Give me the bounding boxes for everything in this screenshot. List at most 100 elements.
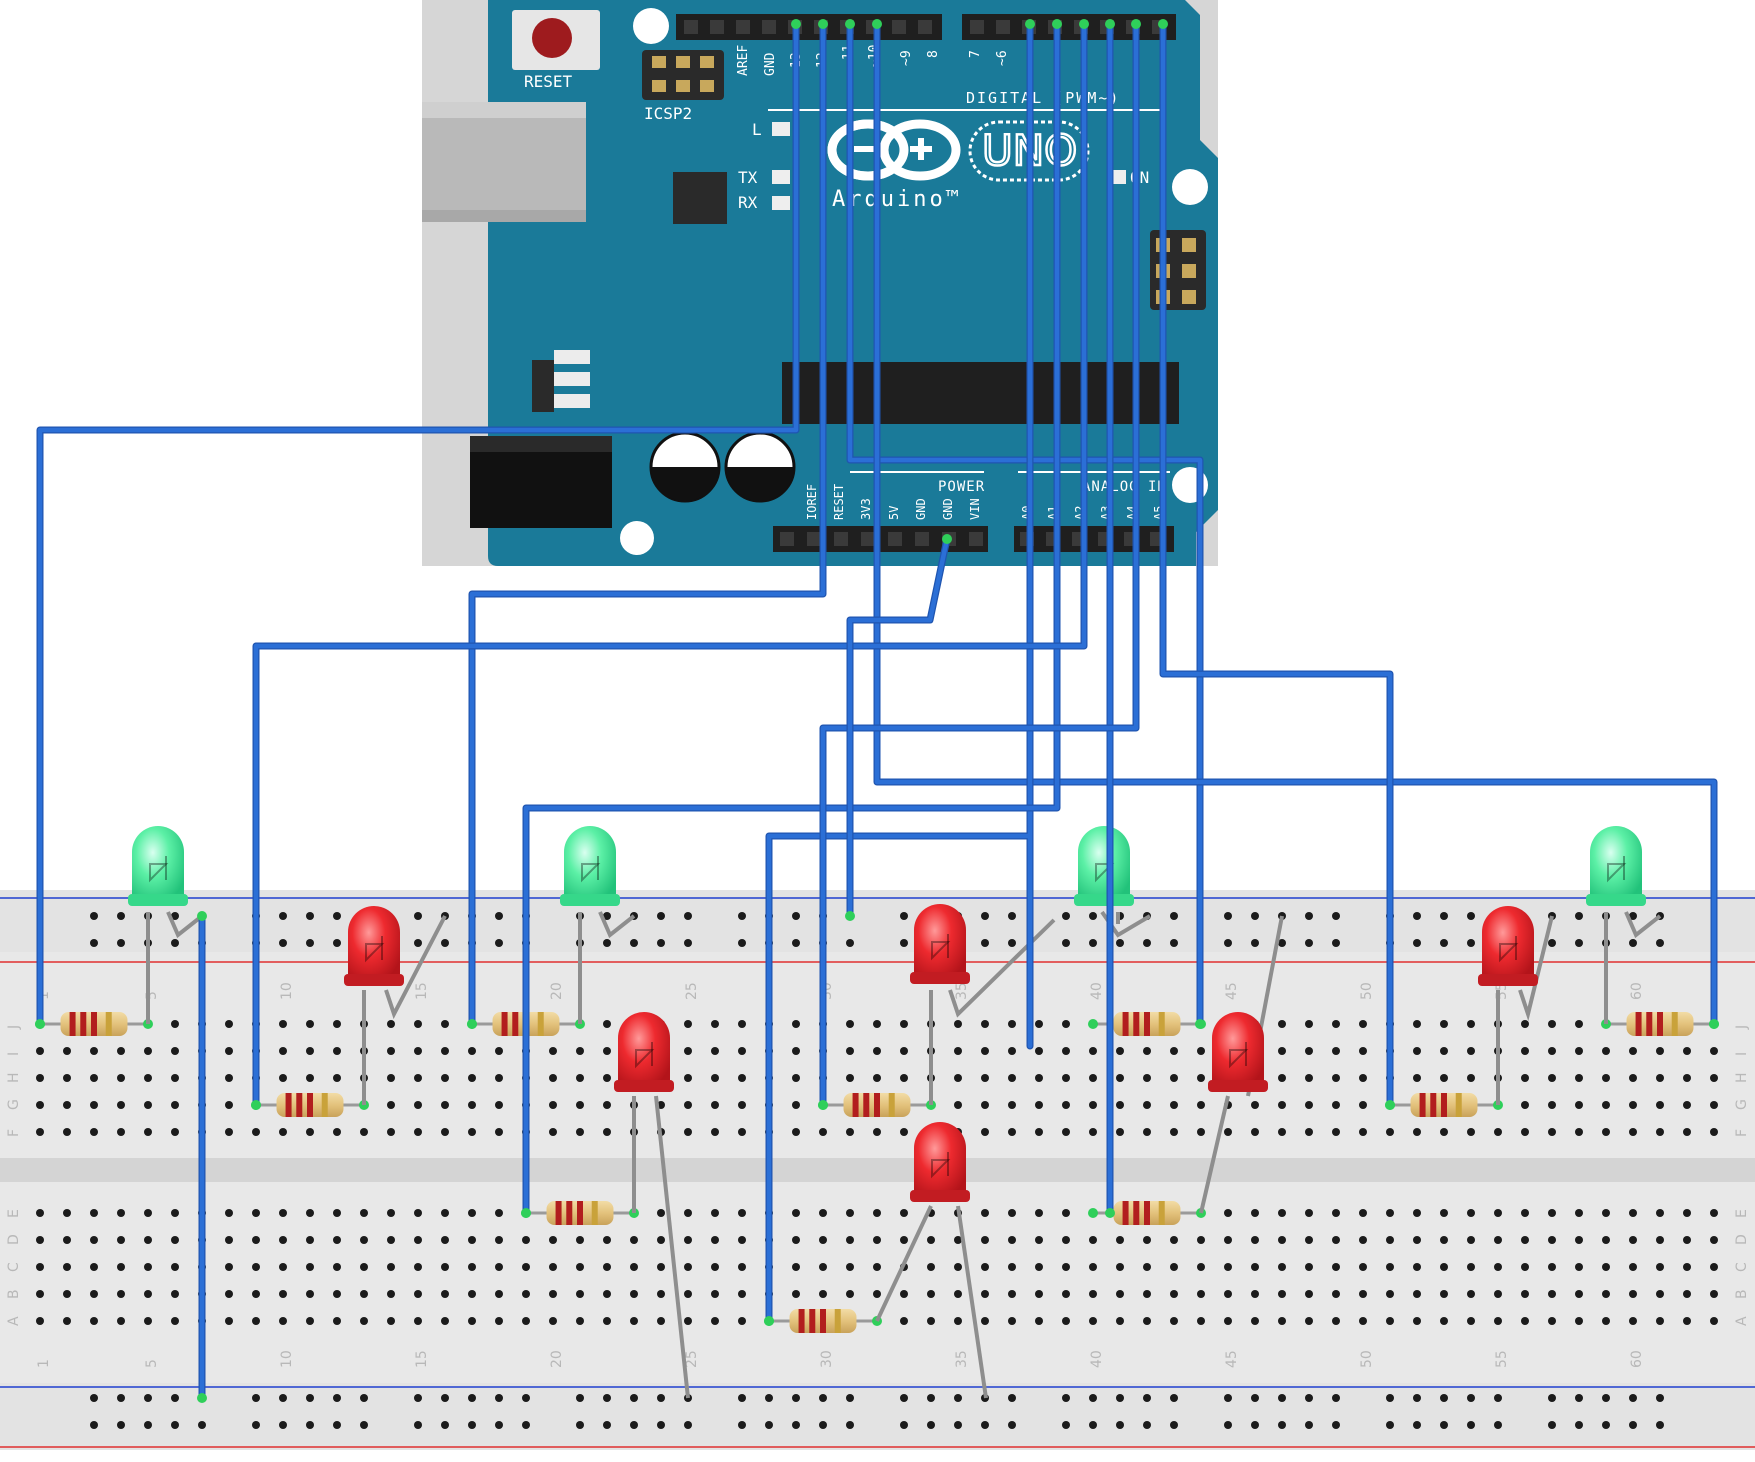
breadboard-hole xyxy=(576,1263,584,1271)
col-num-bottom-25: 25 xyxy=(684,1350,700,1368)
rail-hole xyxy=(171,939,179,947)
capacitor xyxy=(649,431,721,503)
breadboard-hole xyxy=(1548,1317,1556,1325)
breadboard-hole xyxy=(738,1317,746,1325)
wire-end xyxy=(197,1393,207,1403)
rail-hole xyxy=(981,939,989,947)
wire-end xyxy=(845,19,855,29)
rail-hole xyxy=(1629,939,1637,947)
breadboard-hole xyxy=(981,1290,989,1298)
breadboard-hole xyxy=(1710,1263,1718,1271)
rail-hole xyxy=(1494,1394,1502,1402)
breadboard-hole xyxy=(468,1290,476,1298)
breadboard-hole xyxy=(981,1236,989,1244)
pin8-label: 8 xyxy=(926,50,941,58)
breadboard-hole xyxy=(1656,1047,1664,1055)
breadboard-hole xyxy=(1332,1020,1340,1028)
rail-hole xyxy=(576,1394,584,1402)
breadboard-hole xyxy=(1332,1074,1340,1082)
breadboard-hole xyxy=(117,1074,125,1082)
breadboard-hole xyxy=(1413,1047,1421,1055)
breadboard-hole xyxy=(1332,1263,1340,1271)
rail-hole xyxy=(1629,1421,1637,1429)
rail-hole xyxy=(738,912,746,920)
breadboard-hole xyxy=(1440,1047,1448,1055)
breadboard-hole xyxy=(1224,1290,1232,1298)
breadboard-hole xyxy=(252,1209,260,1217)
breadboard-hole xyxy=(873,1074,881,1082)
rail-hole xyxy=(1656,939,1664,947)
resistor xyxy=(1088,1201,1206,1225)
breadboard-hole xyxy=(1224,1317,1232,1325)
breadboard-hole xyxy=(1197,1074,1205,1082)
breadboard-hole xyxy=(1062,1020,1070,1028)
breadboard-hole xyxy=(225,1074,233,1082)
breadboard-hole xyxy=(603,1263,611,1271)
breadboard-hole xyxy=(63,1128,71,1136)
red-led xyxy=(614,1012,690,1399)
breadboard-hole xyxy=(1467,1290,1475,1298)
rail-hole xyxy=(306,939,314,947)
breadboard-hole xyxy=(1008,1263,1016,1271)
breadboard-hole xyxy=(387,1290,395,1298)
breadboard-hole xyxy=(1278,1209,1286,1217)
breadboard-hole xyxy=(1305,1290,1313,1298)
wire-end xyxy=(1105,19,1115,29)
breadboard-hole xyxy=(333,1047,341,1055)
green-led xyxy=(1586,826,1662,1024)
rail-hole xyxy=(1251,912,1259,920)
rail-hole xyxy=(279,1421,287,1429)
breadboard-hole xyxy=(252,1236,260,1244)
breadboard-hole xyxy=(954,1290,962,1298)
row-letter-right-B: B xyxy=(1734,1289,1750,1299)
l-led-label: L xyxy=(752,120,762,139)
breadboard-hole xyxy=(333,1020,341,1028)
rail-hole xyxy=(1089,939,1097,947)
breadboard-hole xyxy=(306,1074,314,1082)
rail-hole xyxy=(279,1394,287,1402)
rail-hole xyxy=(738,1394,746,1402)
breadboard-hole xyxy=(1062,1263,1070,1271)
breadboard-hole xyxy=(333,1317,341,1325)
breadboard-hole xyxy=(468,1317,476,1325)
breadboard-hole xyxy=(711,1263,719,1271)
header-pin xyxy=(892,20,906,34)
breadboard-hole xyxy=(171,1101,179,1109)
breadboard-hole xyxy=(954,1047,962,1055)
breadboard-hole xyxy=(225,1020,233,1028)
breadboard-hole xyxy=(1656,1209,1664,1217)
breadboard-hole xyxy=(711,1209,719,1217)
header-pin xyxy=(915,532,929,546)
breadboard-hole xyxy=(1305,1047,1313,1055)
breadboard-hole xyxy=(576,1047,584,1055)
breadboard-hole xyxy=(1332,1290,1340,1298)
col-num-top-20: 20 xyxy=(549,982,565,1000)
rail-hole xyxy=(144,1421,152,1429)
breadboard-hole xyxy=(630,1263,638,1271)
breadboard-hole xyxy=(819,1263,827,1271)
rail-hole xyxy=(1413,1421,1421,1429)
col-num-top-15: 15 xyxy=(414,982,430,1000)
breadboard-hole xyxy=(1575,1263,1583,1271)
rail-hole xyxy=(1332,1421,1340,1429)
rail-hole xyxy=(333,939,341,947)
breadboard-hole xyxy=(1521,1128,1529,1136)
breadboard-hole xyxy=(117,1209,125,1217)
breadboard-hole xyxy=(1197,1263,1205,1271)
breadboard-hole xyxy=(1359,1209,1367,1217)
wire xyxy=(847,536,950,919)
breadboard-hole xyxy=(225,1236,233,1244)
wire xyxy=(253,21,1087,1108)
power-pin-ioref: IOREF xyxy=(805,484,819,520)
breadboard-hole xyxy=(1683,1290,1691,1298)
breadboard-hole xyxy=(549,1101,557,1109)
rail-hole xyxy=(1332,1394,1340,1402)
breadboard-hole xyxy=(711,1074,719,1082)
breadboard-hole xyxy=(171,1047,179,1055)
rail-hole xyxy=(90,1421,98,1429)
rail-hole xyxy=(1224,1394,1232,1402)
breadboard-hole xyxy=(387,1020,395,1028)
col-num-top-1: 1 xyxy=(36,991,52,1000)
breadboard-hole xyxy=(1683,1209,1691,1217)
regulator xyxy=(532,360,554,412)
